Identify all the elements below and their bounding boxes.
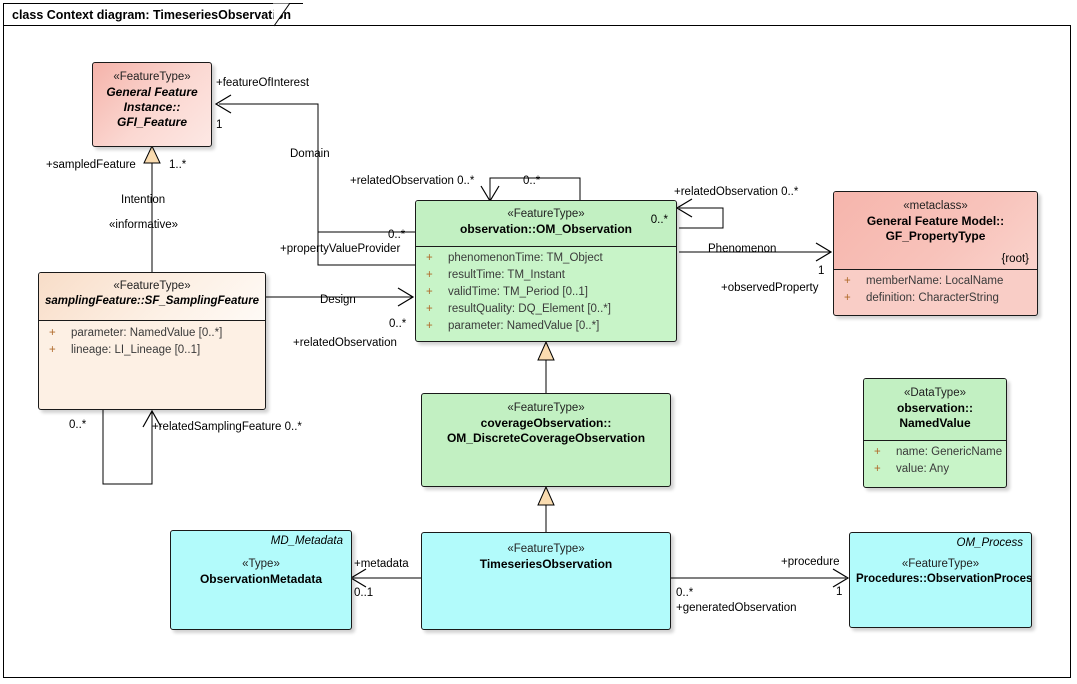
label-relatedobservation-right-role: +relatedObservation 0..* (674, 186, 799, 198)
visibility-public-icon: + (426, 303, 433, 315)
label-propertyvalueprovider-role: +propertyValueProvider (280, 243, 401, 255)
diagram-tab-corner-icon (273, 3, 291, 27)
label-featureofinterest-multiplicity: 1 (216, 119, 223, 131)
visibility-public-icon: + (49, 344, 56, 356)
gf-propertytype-constraint: {root} (1001, 253, 1030, 265)
class-box-om-discretecoverageobservation[interactable]: «FeatureType» coverageObservation:: OM_D… (421, 393, 671, 487)
visibility-public-icon: + (49, 327, 56, 339)
class-box-timeseriesobservation[interactable]: «FeatureType» TimeseriesObservation (421, 532, 671, 630)
gfi-feature-name-line2: Instance:: (123, 100, 181, 114)
namedvalue-stereotype: «DataType» (903, 387, 966, 399)
label-self-loop-top-multiplicity: 0..* (523, 175, 541, 187)
sf-samplingfeature-attributes: +parameter: NamedValue [0..*] +lineage: … (39, 321, 265, 363)
visibility-public-icon: + (874, 463, 881, 475)
label-procedure-role: +procedure (781, 556, 840, 568)
attribute-row: +resultTime: TM_Instant (416, 267, 676, 284)
discretecoverage-name-line1: coverageObservation:: (480, 416, 612, 430)
label-relatedobservation-design-role: +relatedObservation (293, 337, 397, 349)
observationmetadata-type-label: MD_Metadata (270, 535, 343, 547)
class-box-gfi-feature[interactable]: «FeatureType» General Feature Instance::… (92, 62, 212, 147)
discretecoverage-name-line2: OM_DiscreteCoverageObservation (446, 431, 646, 445)
class-box-gf-propertytype[interactable]: «metaclass» General Feature Model:: GF_P… (833, 191, 1038, 316)
label-design-multiplicity: 0..* (389, 318, 407, 330)
attribute-row: +lineage: LI_Lineage [0..1] (39, 342, 265, 359)
namedvalue-name-line2: NamedValue (899, 416, 971, 430)
om-observation-attributes: +phenomenonTime: TM_Object +resultTime: … (416, 247, 676, 339)
label-design: Design (320, 294, 356, 306)
label-featureofinterest-role: +featureOfInterest (216, 77, 310, 89)
om-observation-corner-multiplicity: 0..* (650, 214, 668, 226)
class-box-observationprocess[interactable]: OM_Process «FeatureType» Procedures::Obs… (849, 532, 1032, 628)
attribute-row: +parameter: NamedValue [0..*] (416, 318, 676, 335)
visibility-public-icon: + (844, 275, 851, 287)
attribute-row: +memberName: LocalName (834, 273, 1037, 290)
label-observedproperty-role: +observedProperty (721, 282, 819, 294)
label-relatedobservation-top-role: +relatedObservation 0..* (350, 175, 475, 187)
class-box-om-observation[interactable]: «FeatureType» observation::OM_Observatio… (415, 200, 677, 342)
timeseriesobservation-name: TimeseriesObservation (479, 557, 613, 571)
class-box-sf-samplingfeature[interactable]: «FeatureType» samplingFeature::SF_Sampli… (38, 272, 266, 410)
observationprocess-name: Procedures::ObservationProcess (856, 573, 1032, 585)
gfi-feature-name-line3: GFI_Feature (116, 115, 188, 129)
visibility-public-icon: + (426, 252, 433, 264)
label-metadata-multiplicity: 0..1 (354, 587, 374, 599)
gf-propertytype-attributes: +memberName: LocalName +definition: Char… (834, 270, 1037, 311)
sf-samplingfeature-name: samplingFeature::SF_SamplingFeature (45, 295, 260, 307)
label-propertyvalueprovider-multiplicity: 0..* (388, 229, 406, 241)
gfi-feature-stereotype: «FeatureType» (113, 71, 191, 83)
discretecoverage-stereotype: «FeatureType» (507, 402, 585, 414)
observationmetadata-name: ObservationMetadata (199, 572, 323, 586)
label-relatedsamplingfeature-role: +relatedSamplingFeature 0..* (152, 421, 302, 433)
gf-propertytype-name-line2: GF_PropertyType (885, 229, 986, 243)
om-observation-name: observation::OM_Observation (459, 222, 633, 236)
gfi-feature-name-line1: General Feature (106, 85, 198, 99)
observationprocess-stereotype: «FeatureType» (901, 558, 980, 570)
observationprocess-type-label: OM_Process (956, 537, 1023, 549)
namedvalue-name-line1: observation:: (896, 401, 973, 415)
label-generatedobservation-role: +generatedObservation (676, 602, 797, 614)
timeseriesobservation-stereotype: «FeatureType» (507, 543, 585, 555)
diagram-frame (3, 25, 1071, 678)
label-sampledfeature-multiplicity: 1..* (169, 159, 187, 171)
visibility-public-icon: + (426, 269, 433, 281)
label-relatedsamplingfeature-multiplicity: 0..* (69, 419, 87, 431)
label-intention: Intention (121, 194, 166, 206)
gf-propertytype-stereotype: «metaclass» (903, 200, 968, 212)
attribute-row: +parameter: NamedValue [0..*] (39, 325, 265, 342)
namedvalue-attributes: +name: GenericName +value: Any (864, 441, 1006, 482)
label-intention-stereotype: «informative» (109, 219, 179, 231)
class-box-namedvalue[interactable]: «DataType» observation:: NamedValue +nam… (863, 378, 1007, 488)
label-generatedobservation-multiplicity: 0..* (676, 587, 694, 599)
class-box-observationmetadata[interactable]: MD_Metadata «Type» ObservationMetadata (170, 530, 352, 630)
attribute-row: +phenomenonTime: TM_Object (416, 250, 676, 267)
diagram-title-tab: class Context diagram: TimeseriesObserva… (3, 3, 304, 26)
visibility-public-icon: + (844, 292, 851, 304)
attribute-row: +definition: CharacterString (834, 290, 1037, 307)
gf-propertytype-name-line1: General Feature Model:: (866, 214, 1005, 228)
label-domain: Domain (290, 148, 330, 160)
attribute-row: +validTime: TM_Period [0..1] (416, 284, 676, 301)
sf-samplingfeature-stereotype: «FeatureType» (113, 280, 191, 292)
attribute-row: +value: Any (864, 461, 1006, 478)
label-observedproperty-multiplicity: 1 (818, 265, 825, 277)
diagram-title: class Context diagram: TimeseriesObserva… (12, 7, 292, 22)
visibility-public-icon: + (426, 286, 433, 298)
attribute-row: +resultQuality: DQ_Element [0..*] (416, 301, 676, 318)
visibility-public-icon: + (874, 446, 881, 458)
label-sampledfeature-role: +sampledFeature (46, 159, 136, 171)
label-procedure-multiplicity: 1 (836, 586, 843, 598)
om-observation-stereotype: «FeatureType» (507, 208, 585, 220)
observationmetadata-stereotype: «Type» (242, 558, 280, 570)
visibility-public-icon: + (426, 320, 433, 332)
attribute-row: +name: GenericName (864, 444, 1006, 461)
label-phenomenon: Phenomenon (708, 243, 777, 255)
label-metadata-role: +metadata (354, 558, 409, 570)
